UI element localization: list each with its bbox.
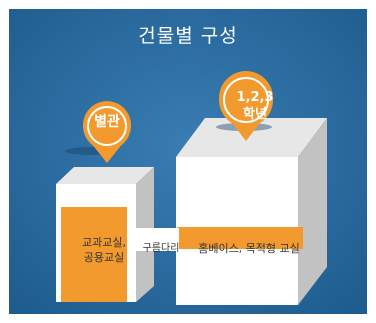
main-pin-label-line1: 1,2,3: [236, 90, 274, 105]
annex-pin-label: 별관: [94, 114, 120, 130]
annex-top-face: [56, 167, 154, 184]
bridge-label: 구름다리: [142, 243, 180, 254]
main-pin-label: 1,2,3 학년: [232, 89, 278, 123]
annex-location-pin: [83, 101, 131, 163]
annex-content-block: [61, 207, 127, 302]
annex-content-line2: 공용교실: [83, 251, 125, 264]
annex-content-line1: 교과교실,: [82, 236, 126, 249]
main-location-pin: [219, 71, 274, 141]
diagram-title: 건물별 구성: [138, 25, 238, 47]
building-composition-panel: 건물별 구성 별관 1,2,3 학년 교과교실, 공용교실 구름다리 홈베이스,…: [9, 9, 367, 314]
annex-building: [56, 167, 154, 302]
main-content-bar: [177, 227, 303, 249]
main-pin-label-line2: 학년: [243, 107, 267, 122]
main-top-face: [176, 118, 327, 157]
main-building: [176, 118, 327, 305]
diagram-canvas: [9, 9, 367, 314]
main-side-face: [298, 118, 327, 305]
bridge: [127, 228, 179, 251]
annex-content-label: 교과교실, 공용교실: [73, 235, 135, 265]
main-content-label: 홈베이스, 목적형 교실: [198, 242, 300, 255]
